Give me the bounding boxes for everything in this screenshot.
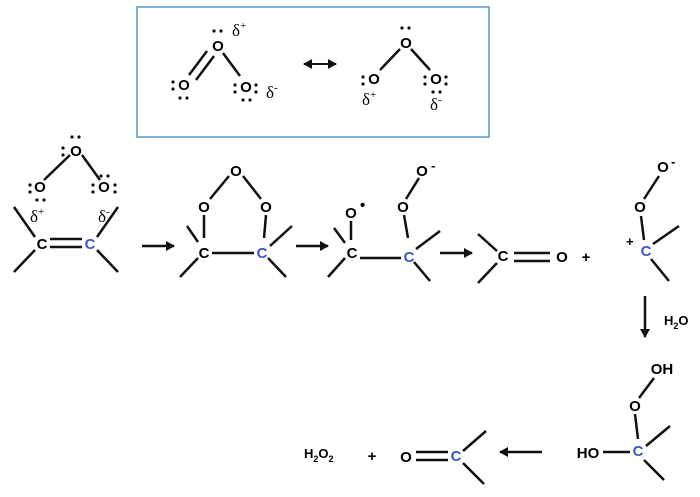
primary-ozonide: O O O C C	[179, 163, 293, 278]
carbon-atom-label: C	[199, 245, 210, 262]
cleaved-intermediate: O • O - O C C	[327, 158, 441, 282]
carbon-atom-label-blue: C	[257, 245, 268, 262]
carbon-atom-label: C	[37, 236, 48, 253]
resonance-box	[136, 6, 490, 138]
oxygen-atom-label: O	[212, 38, 224, 55]
carbonyl-product: C O	[477, 233, 568, 284]
ozone-alkene-approach: O O O δ+ δ- C C	[12, 135, 120, 273]
oxygen-atom-label: O	[556, 249, 568, 266]
delta-minus-label: δ-	[98, 206, 110, 226]
oxygen-atom-label: O	[98, 179, 110, 196]
water-label: H2O	[664, 313, 689, 331]
ozone-structure-left: O O O δ+ δ-	[171, 20, 278, 102]
carbon-atom-label-blue: C	[633, 443, 644, 460]
carbon-atom-label-blue: C	[404, 249, 415, 266]
ozone-structure-right: O O O δ+ δ-	[361, 26, 448, 114]
positive-charge-label: +	[626, 234, 634, 249]
carbocation-peroxide: O - O + C	[626, 154, 680, 282]
carbonyl-product-blue: O C	[400, 430, 487, 485]
oxygen-atom-label: O	[240, 79, 252, 96]
oxygen-atom-label: O	[634, 199, 646, 216]
delta-plus-label: δ+	[232, 20, 246, 40]
hydrogen-peroxide-label: H2O2	[304, 446, 334, 464]
oxygen-atom-label: O	[260, 199, 272, 216]
oxygen-atom-label: O	[70, 143, 82, 160]
hydroperoxy-oh-label: OH	[651, 361, 674, 378]
hydroxyl-label: HO	[577, 445, 600, 462]
delta-minus-label: δ-	[266, 82, 278, 102]
carbon-atom-label: C	[498, 248, 509, 265]
oxygen-atom-label: O	[629, 398, 641, 415]
delta-plus-label: δ+	[362, 89, 376, 109]
lone-pair-dots	[171, 29, 258, 102]
delta-minus-label: δ-	[430, 94, 442, 114]
oxygen-atom-label: O	[397, 199, 409, 216]
plus-sign: +	[582, 249, 591, 266]
negative-charge-label: -	[431, 158, 435, 173]
oxygen-atom-label: O	[657, 159, 669, 176]
carbon-atom-label: C	[347, 245, 358, 262]
lone-pair-dots	[361, 26, 448, 94]
delta-plus-label: δ+	[30, 206, 44, 226]
negative-charge-label: -	[671, 154, 675, 169]
oxygen-atom-label: O	[198, 199, 210, 216]
radical-dot: •	[360, 197, 365, 214]
oxygen-atom-label: O	[430, 71, 442, 88]
oxygen-atom-label: O	[178, 77, 190, 94]
oxygen-atom-label: O	[400, 35, 412, 52]
oxygen-atom-label: O	[368, 71, 380, 88]
oxygen-atom-label: O	[34, 179, 46, 196]
oxygen-atom-label: O	[230, 163, 242, 180]
oxygen-atom-label: O	[416, 163, 428, 180]
oxygen-atom-label: O	[400, 449, 412, 466]
lone-pair-dots	[28, 135, 117, 202]
oxygen-atom-label: O	[345, 205, 357, 222]
carbon-atom-label-blue: C	[451, 448, 462, 465]
carbon-atom-label-blue: C	[85, 236, 96, 253]
carbon-atom-label-blue: C	[641, 243, 652, 260]
hydroxy-hydroperoxide: OH O C HO	[577, 361, 674, 481]
plus-sign: +	[368, 448, 377, 465]
